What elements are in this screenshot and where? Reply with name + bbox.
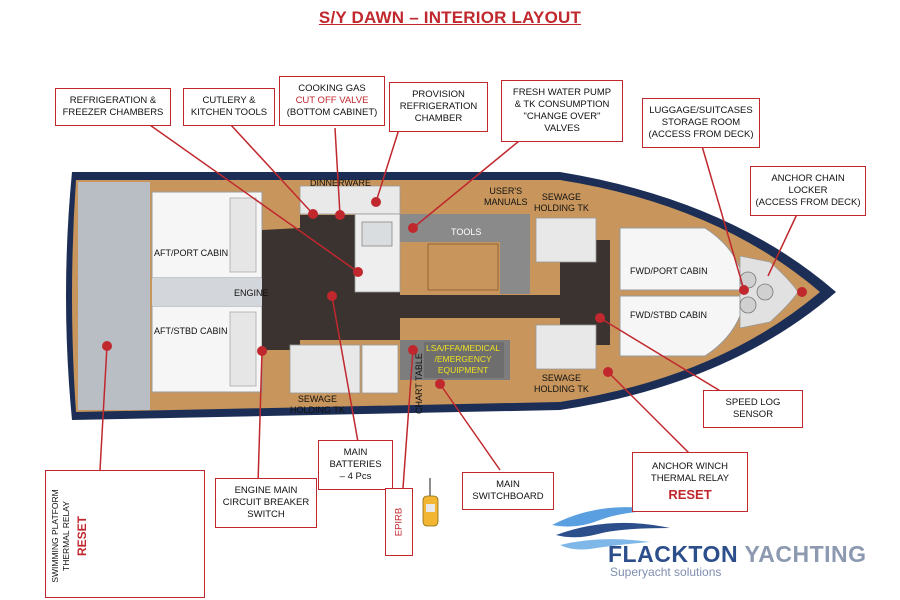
epirb-device (422, 478, 439, 527)
aft-port-pillow (229, 197, 257, 273)
aft-head-vanity (361, 344, 399, 394)
leader-lines (99, 117, 799, 489)
logo-tagline: Superyacht solutions (610, 565, 722, 579)
callout-anchor-winch: ANCHOR WINCH THERMAL RELAY RESET (632, 452, 748, 512)
sink (361, 221, 393, 247)
label-aft-port-cabin: AFT/PORT CABIN (154, 248, 229, 258)
page-title: S/Y DAWN – INTERIOR LAYOUT (318, 8, 582, 27)
callout-gas-valve: COOKING GAS CUT OFF VALVE (BOTTOM CABINE… (279, 76, 385, 126)
callout-swim-platform: SWIMMING PLATFORM THERMAL RELAY RESET (45, 470, 205, 598)
saloon-floor (262, 215, 610, 350)
fan-3 (739, 296, 757, 314)
callout-epirb: EPIRB (385, 488, 413, 556)
saloon-seat-side (500, 214, 530, 294)
label-aft-stbd-cabin: AFT/STBD CABIN (154, 326, 228, 336)
callout-cutlery: CUTLERY &KITCHEN TOOLS (183, 88, 275, 126)
swim-platform (78, 182, 150, 410)
label-engine: ENGINE (234, 288, 269, 298)
label-fwd-stbd-cabin: FWD/STBD CABIN (630, 310, 708, 320)
callout-refrigeration: REFRIGERATION &FREEZER CHAMBERS (55, 88, 171, 126)
label-fwd-port-cabin: FWD/PORT CABIN (630, 266, 708, 276)
callout-freshwater: FRESH WATER PUMP& TK CONSUMPTION"CHANGE … (501, 80, 623, 142)
label-tools: TOOLS (451, 227, 482, 237)
label-dinnerware: DINNERWARE (310, 178, 372, 188)
fwd-head-bottom (535, 324, 597, 370)
emergency-highlight (424, 342, 504, 378)
logo-swoosh (552, 507, 670, 550)
label-chart-table: CHART TABLE (414, 353, 424, 414)
saloon-table (427, 243, 499, 291)
aft-head (289, 344, 361, 394)
fan-2 (756, 283, 774, 301)
galley-counter (299, 185, 401, 215)
aft-stbd-pillow (229, 311, 257, 387)
engine-bay (152, 278, 282, 306)
logo-text: FLACKTON YACHTING (608, 541, 867, 567)
callout-dots (102, 197, 807, 389)
fwd-head-top (535, 217, 597, 263)
